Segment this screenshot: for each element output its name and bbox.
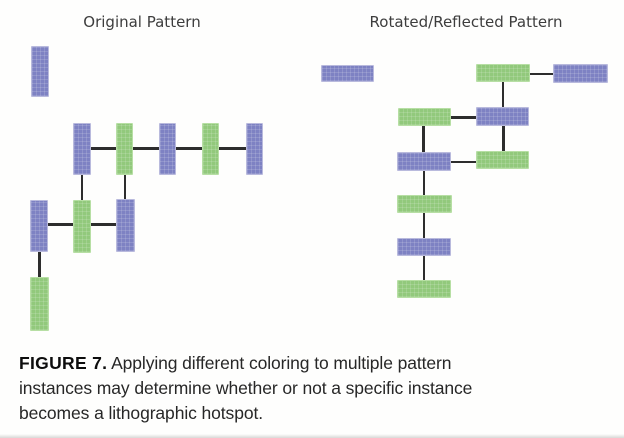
rotated-vline-p3-g4 [422,169,425,198]
cropped-next-content-edge [0,434,624,438]
original-rowB-green-2 [73,200,91,253]
original-rowA-green-2 [116,123,133,175]
original-rowA-purple-1 [73,123,91,175]
rotated-row3-green [476,151,529,169]
original-pattern-title: Original Pattern [83,13,201,31]
rotated-row3-purple [397,152,451,171]
rotated-vline-p2-g3 [502,124,505,155]
caption-line-1: FIGURE 7. Applying different coloring to… [19,351,559,376]
caption-figure-label: FIGURE 7. [19,353,108,373]
rotated-row4-green [397,195,452,213]
rotated-vline-g1-p2 [501,80,504,110]
rotated-vline-g4-p5 [422,211,425,241]
original-rowB-purple-3 [116,199,135,252]
original-rowB-purple-1 [30,200,48,252]
original-rowA-green-4 [202,123,219,175]
caption-line-3: becomes a lithographic hotspot. [19,403,263,423]
diagram-stage: Original Pattern Rotated/Reflected Patte… [30,13,608,331]
original-rowA-purple-5 [246,123,263,175]
rotated-row6-green [397,280,451,298]
original-bottom-green [30,277,49,331]
rotated-reflected-pattern-title: Rotated/Reflected Pattern [369,13,563,31]
original-rowA-purple-3 [159,123,176,175]
original-vline-A1-B2 [80,170,83,205]
rotated-row2-green [398,108,451,126]
rotated-vline-g2-p3 [422,124,425,155]
original-vline-B1-bottom [38,248,41,280]
rotated-isolated-purple [321,65,374,82]
rotated-row1-green [476,64,530,82]
caption-line-2: instances may determine whether or not a… [19,378,473,398]
rotated-row5-purple [397,238,451,256]
rotated-row2-hline [448,116,479,119]
rotated-row1-purple [553,64,608,83]
rotated-vline-p5-g6 [422,254,425,283]
original-isolated-purple [31,46,49,97]
rotated-row3-hline [448,160,479,163]
caption-line-1-text: Applying different coloring to multiple … [107,353,452,373]
rotated-row2-purple [476,107,529,126]
rotated-row1-hline [526,72,557,75]
figure-caption: FIGURE 7. Applying different coloring to… [19,351,559,426]
original-vline-A2-B3 [123,170,126,205]
